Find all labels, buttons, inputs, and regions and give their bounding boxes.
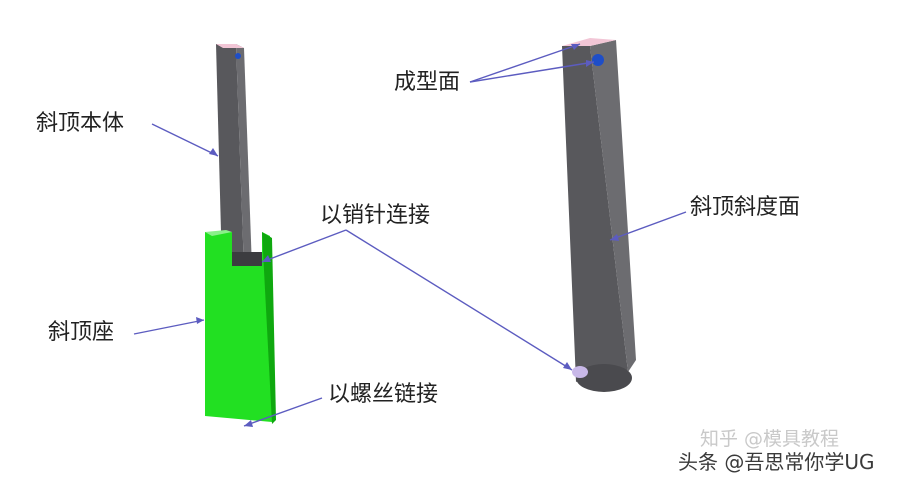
molding-face-marker (592, 54, 604, 66)
leader-lines (133, 43, 687, 427)
watermark-zhihu: 知乎 @模具教程 (700, 428, 840, 450)
label-slider-seat: 斜顶座 (48, 320, 115, 345)
slider-seat (205, 230, 276, 424)
slider-body (216, 44, 252, 270)
arrow-heads (196, 44, 619, 427)
slider-body-top-marker (235, 53, 241, 59)
leader-pin-right (345, 229, 573, 371)
leader-molding-face-b (469, 61, 595, 83)
slider-seat-side (262, 232, 276, 424)
slider-seat-front (205, 232, 272, 422)
watermark-toutiao: 头条 @吾思常你学UG (678, 450, 875, 474)
slider-seat-slot (232, 252, 262, 266)
label-molding-face: 成型面 (394, 70, 461, 95)
slider-body-front (216, 44, 244, 270)
label-slider-angle-face: 斜顶斜度面 (690, 195, 801, 220)
arrow-head-pin-left (262, 255, 271, 262)
leader-screw (243, 397, 323, 427)
arrow-head-slider-seat (196, 317, 204, 324)
leader-angle-face (609, 211, 687, 241)
slider-body-side (236, 44, 252, 270)
label-slider-body: 斜顶本体 (36, 111, 125, 136)
arrow-head-angle-face (610, 234, 619, 241)
pin-hole (576, 364, 632, 392)
leader-slider-seat (133, 319, 205, 335)
arrow-head-screw (244, 420, 253, 427)
leader-slider-body (151, 123, 219, 157)
slider-body-top (216, 44, 244, 48)
slider-angled-side (590, 40, 636, 372)
arrow-head-slider-body (209, 148, 218, 156)
arrow-head-molding-b (586, 60, 594, 67)
label-screw-connection: 以螺丝链接 (328, 382, 439, 407)
label-pin-connection: 以销针连接 (320, 203, 431, 228)
slider-seat-top-left (205, 230, 232, 236)
leader-pin-left (261, 229, 347, 263)
slider-angled-front (562, 46, 628, 382)
pin-hole-face (572, 366, 588, 378)
slider-angled-part (562, 38, 636, 392)
leader-molding-face-a (469, 43, 581, 83)
arrow-head-molding-a (571, 44, 580, 50)
arrow-head-pin-right (563, 362, 572, 370)
